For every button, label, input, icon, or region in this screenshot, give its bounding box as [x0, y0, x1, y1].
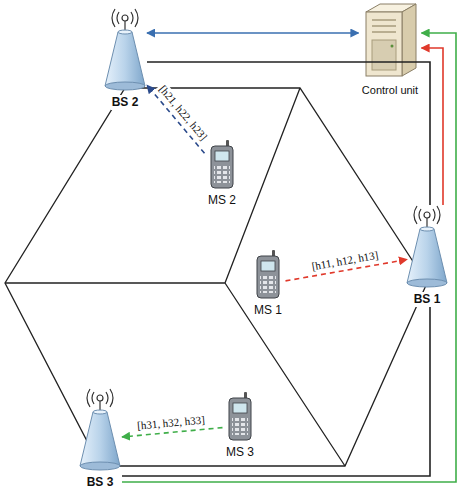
cell-hexagon — [5, 88, 427, 466]
text-row: MS 2 — [205, 190, 240, 208]
backhaul-link — [147, 32, 359, 34]
backhaul-link — [122, 307, 430, 476]
mobile-phone-icon — [257, 250, 279, 298]
channel-vector-label: [h31, h32, h33] — [135, 414, 208, 434]
channel-vector-label: [h21, h22, h23] — [155, 82, 211, 145]
base-station-icon — [80, 389, 120, 470]
node-label: Control unit — [361, 83, 419, 98]
text-row: Control unit — [359, 80, 422, 98]
text-row: BS 2 — [103, 92, 147, 110]
node-label: MS 1 — [253, 303, 283, 318]
text-row: MS 3 — [223, 442, 258, 460]
base-station-icon — [105, 9, 145, 90]
text-row: BS 3 — [78, 472, 122, 490]
cell-borders — [5, 88, 345, 466]
backhaul-link — [122, 33, 456, 482]
backhaul-link — [147, 62, 430, 205]
node-label: BS 2 — [111, 95, 140, 110]
node-label: BS 1 — [413, 292, 442, 307]
node-label: MS 3 — [225, 445, 255, 460]
mobile-station: MS 1 — [251, 250, 286, 318]
base-station-icon — [407, 206, 447, 287]
backhaul-link — [422, 48, 444, 205]
mobile-phone-icon — [229, 392, 251, 440]
node-label: MS 2 — [207, 193, 237, 208]
server-icon — [366, 4, 416, 76]
text-row: BS 1 — [407, 289, 447, 307]
channel-vector-label: [h11, h12, h13] — [308, 249, 381, 274]
node-label: BS 3 — [86, 475, 115, 490]
base-station: BS 3 — [78, 388, 122, 490]
base-station: BS 2 — [103, 8, 147, 110]
base-station: BS 1 — [407, 205, 447, 307]
text-row: MS 1 — [251, 300, 286, 318]
mobile-station: MS 2 — [205, 140, 240, 208]
control-unit: Control unit — [359, 2, 422, 98]
mobile-station: MS 3 — [223, 392, 258, 460]
mobile-phone-icon — [211, 140, 233, 188]
